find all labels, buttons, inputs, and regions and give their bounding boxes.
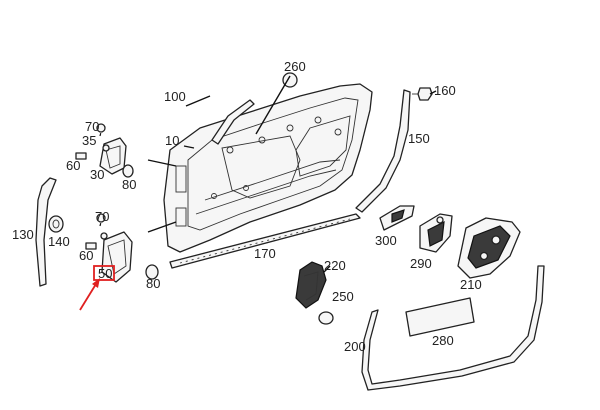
handle-bracket-300 (379, 205, 415, 231)
trim-strip-130 (35, 177, 57, 287)
label-70-top: 70 (85, 119, 99, 134)
label-290: 290 (410, 256, 432, 271)
grommet-250 (318, 311, 334, 325)
door-lock-220 (295, 261, 327, 309)
highlight-arrow (79, 278, 100, 311)
label-280: 280 (432, 333, 454, 348)
label-130: 130 (12, 227, 34, 242)
door-seal-200 (361, 265, 545, 391)
door-shell (163, 83, 373, 253)
label-140: 140 (48, 234, 70, 249)
leader-lines (99, 75, 437, 273)
label-35: 35 (82, 133, 96, 148)
label-60-bottom: 60 (79, 248, 93, 263)
watershield-280 (405, 297, 475, 337)
label-80-bottom: 80 (146, 276, 160, 291)
label-150: 150 (408, 131, 430, 146)
label-160: 160 (434, 83, 456, 98)
label-10: 10 (165, 133, 179, 148)
label-200: 200 (344, 339, 366, 354)
label-260: 260 (284, 59, 306, 74)
label-60-top: 60 (66, 158, 80, 173)
label-100: 100 (164, 89, 186, 104)
label-80-top: 80 (122, 177, 136, 192)
window-trim-100 (211, 99, 255, 145)
label-210: 210 (460, 277, 482, 292)
label-170: 170 (254, 246, 276, 261)
glass-run-seal-150 (355, 89, 411, 213)
grommet-140 (48, 215, 64, 233)
lower-hinge-50 (85, 213, 159, 283)
label-250: 250 (332, 289, 354, 304)
label-50: 50 (98, 266, 112, 281)
plug-260 (282, 72, 298, 88)
sill-seal-170 (169, 213, 361, 269)
label-30: 30 (90, 167, 104, 182)
lock-actuator-290 (419, 213, 453, 253)
highlight-box (93, 265, 115, 281)
label-220: 220 (324, 258, 346, 273)
upper-hinge-30 (75, 123, 134, 178)
bolt-160 (412, 87, 433, 101)
window-regulator-210 (457, 217, 521, 279)
label-300: 300 (375, 233, 397, 248)
label-70-bottom: 70 (95, 209, 109, 224)
